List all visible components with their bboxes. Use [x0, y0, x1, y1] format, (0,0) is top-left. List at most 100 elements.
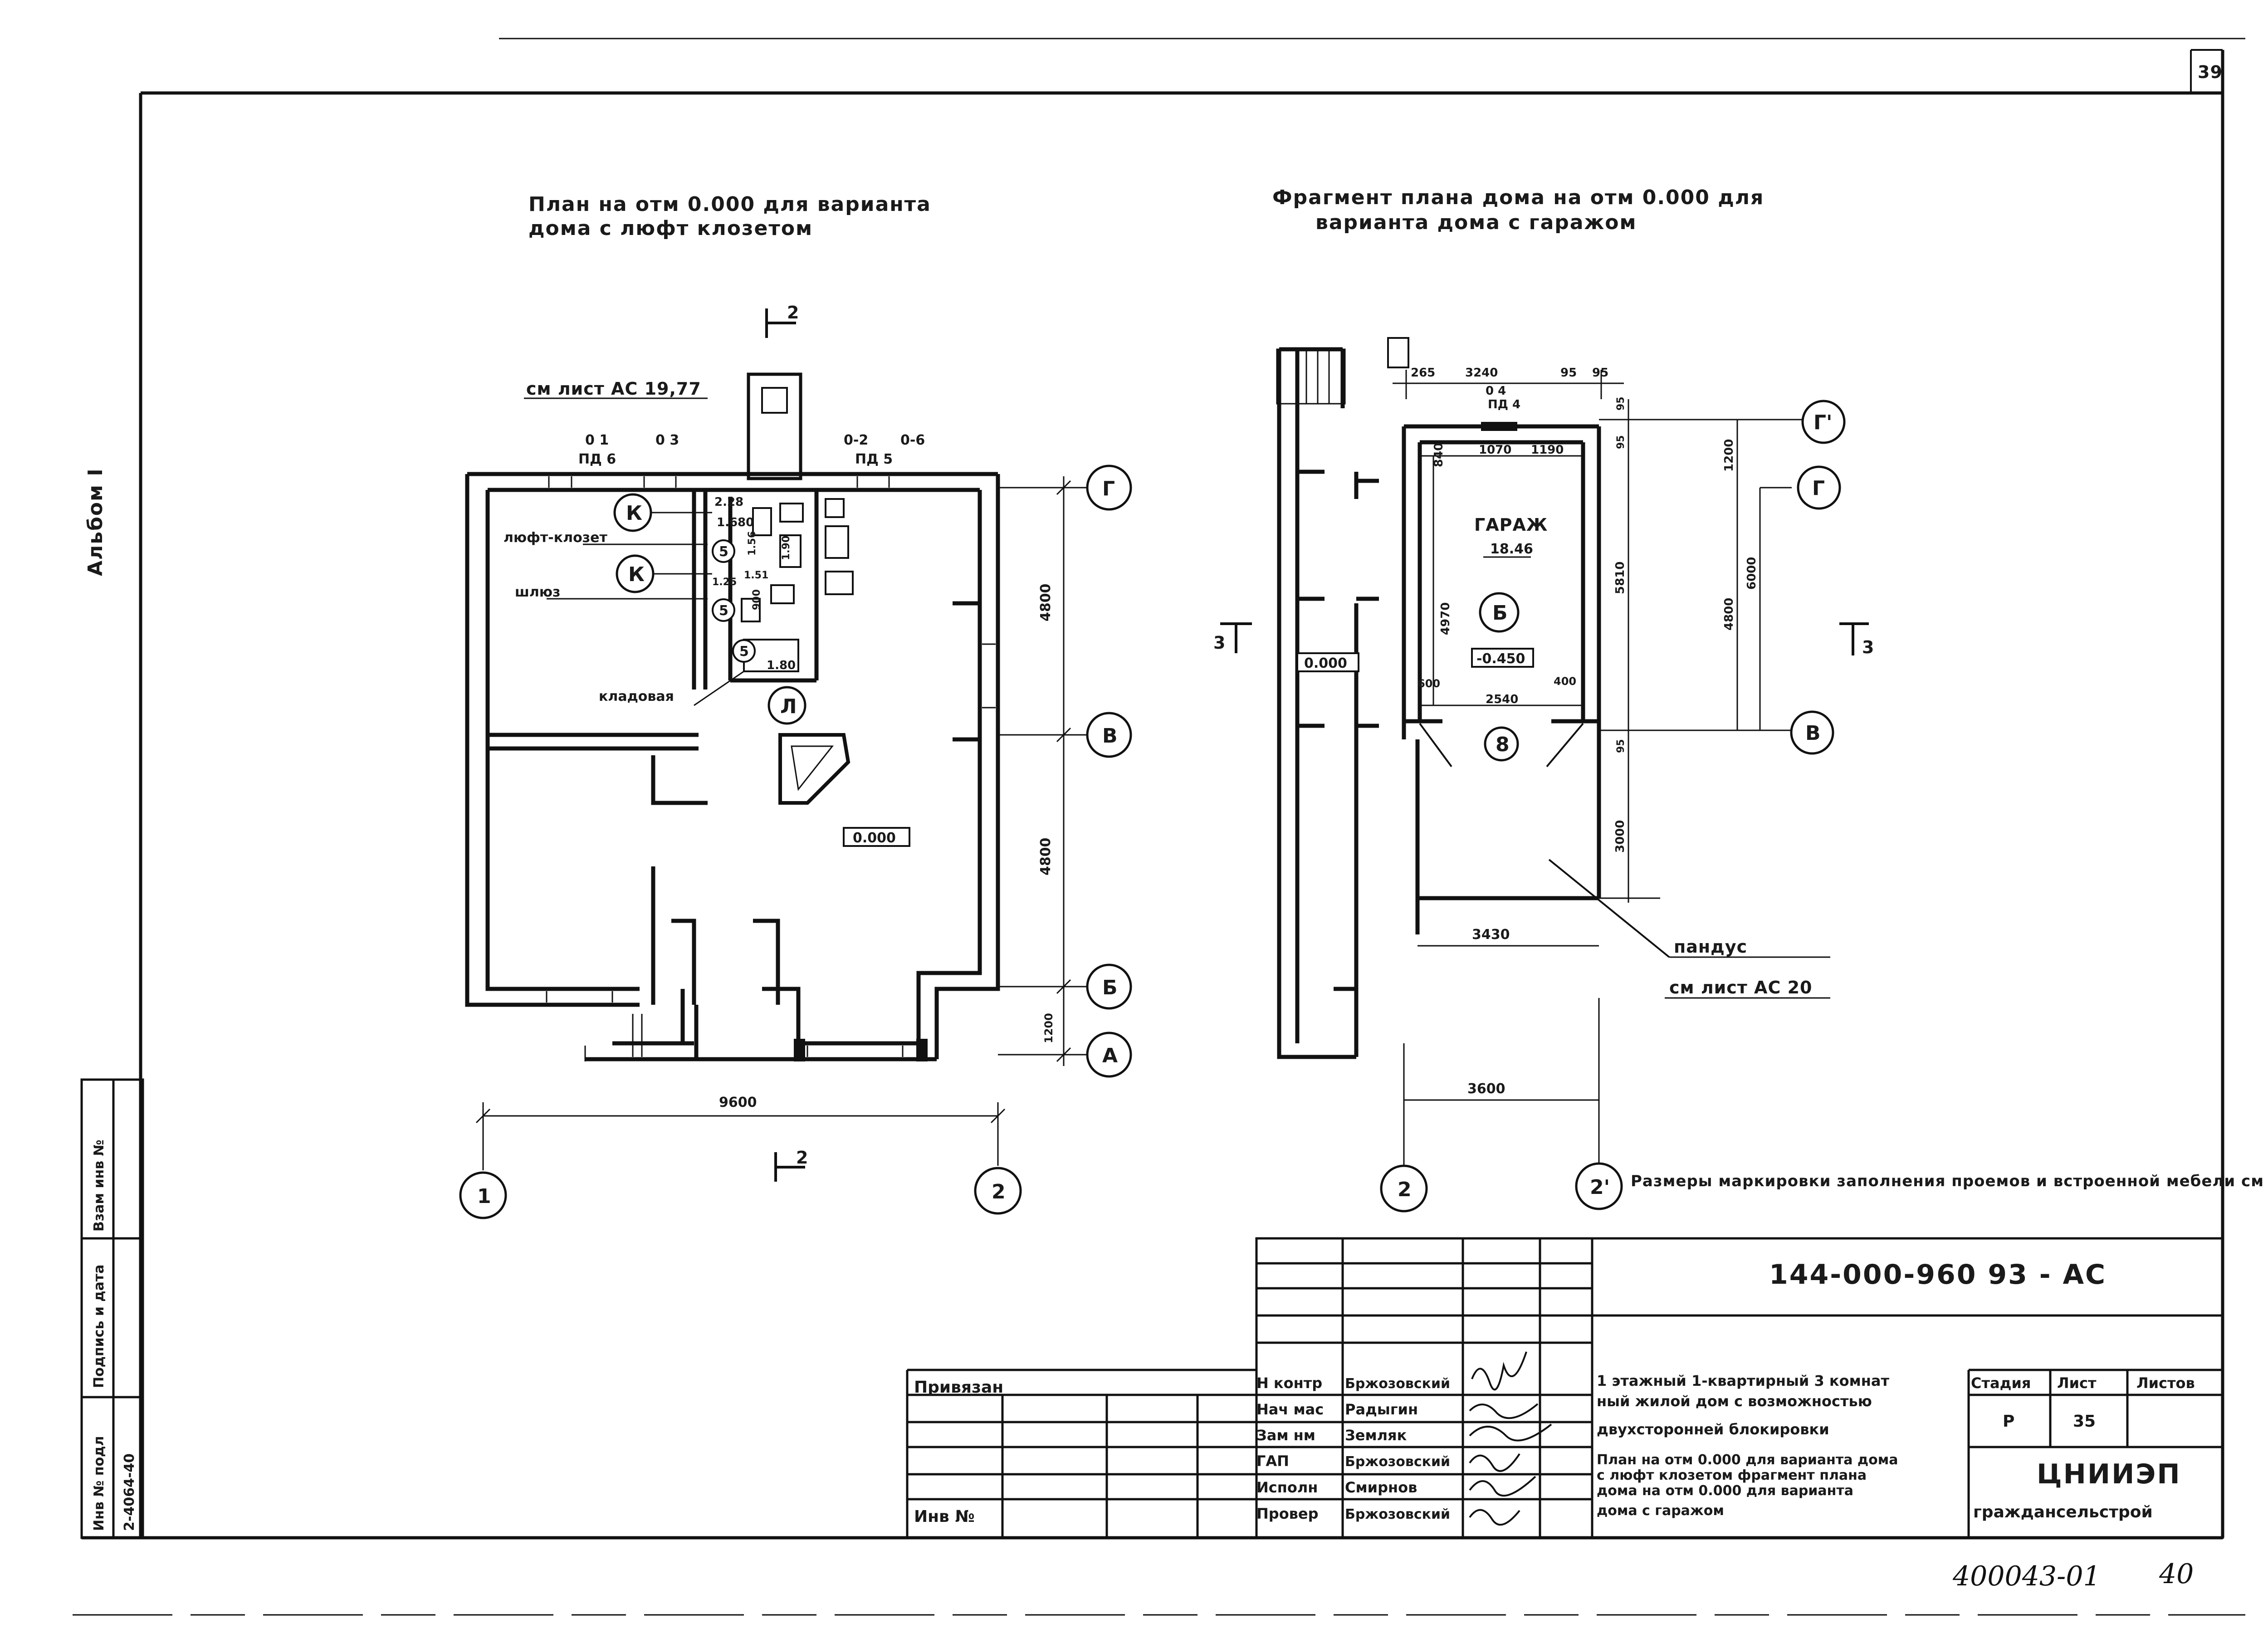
- pd-label-6: ПД 6: [578, 451, 616, 467]
- axis-2-prime-text: 2': [1590, 1176, 1610, 1199]
- side-stamp-inv: Инв № подл: [91, 1436, 107, 1531]
- right-dim-95-2: 95: [1615, 435, 1627, 449]
- left-plan-title-line2: дома с люфт клозетом: [528, 217, 813, 240]
- left-plan-walls: [465, 472, 1000, 1061]
- axis-v-left: В: [1086, 712, 1132, 758]
- side-stamp-sign: Подпись и дата: [91, 1265, 107, 1388]
- mark-5-1: 5: [712, 539, 735, 563]
- axis-a-left: А: [1086, 1032, 1132, 1078]
- sheet-value: 35: [2073, 1412, 2096, 1431]
- section-mark-top-number: 2: [787, 303, 799, 323]
- name-2: Радыгин: [1345, 1401, 1418, 1418]
- right-dim-1200: 1200: [1722, 439, 1736, 472]
- ramp-ref: см лист АС 20: [1669, 978, 1812, 998]
- album-label: Альбом I: [84, 468, 107, 576]
- window-mark-02: 0-2: [844, 432, 868, 448]
- axis-v-left-text: В: [1102, 724, 1118, 748]
- right-dim-840: 840: [1432, 443, 1446, 467]
- right-dim-top-265: 265: [1411, 366, 1435, 380]
- right-dim-400: 400: [1554, 675, 1576, 688]
- axis-g-left: Г: [1086, 465, 1132, 511]
- axis-g-prime: Г': [1801, 400, 1846, 444]
- left-dim-lines: [475, 476, 1098, 1170]
- name-3: Земляк: [1345, 1427, 1407, 1444]
- floor-level-left: 0.000: [853, 830, 896, 846]
- section-mark-3-left-number: 3: [1213, 633, 1226, 653]
- sheet-desc-line4: дома с гаражом: [1597, 1503, 1724, 1519]
- role-prover: Провер: [1256, 1505, 1319, 1522]
- section-mark-3-left: [1220, 622, 1252, 653]
- stage-header: Стадия: [1971, 1374, 2031, 1392]
- sanitary-fixtures: [741, 498, 854, 672]
- section-mark-bottom-number: 2: [796, 1148, 808, 1168]
- stair: [1276, 348, 1346, 405]
- sheet-desc-line2: с люфт клозетом фрагмент плана: [1597, 1467, 1867, 1483]
- side-stamp-inv-value: 2-4064-40: [122, 1453, 137, 1531]
- pd-label-5: ПД 5: [855, 451, 893, 467]
- role-nach: Нач мас: [1256, 1401, 1324, 1418]
- core-dim-125: 1.25: [712, 577, 737, 588]
- left-ref-note: см лист АС 19,77: [526, 379, 701, 399]
- stage-value: Р: [2003, 1412, 2014, 1431]
- right-dim-6000: 6000: [1745, 557, 1759, 590]
- title-block-grid: [906, 1237, 2224, 1539]
- mark-k-1-text: К: [626, 502, 642, 525]
- right-plan-title-line1: Фрагмент плана дома на отм 0.000 для: [1272, 186, 1764, 209]
- house-level: 0.000: [1304, 655, 1347, 671]
- window-mark-01: 0 1: [585, 432, 609, 448]
- mark-k-2-text: К: [628, 563, 645, 586]
- project-line3: двухсторонней блокировки: [1597, 1421, 1829, 1438]
- right-dim-95-1: 95: [1615, 396, 1627, 411]
- right-dim-1190: 1190: [1531, 443, 1564, 457]
- doc-code: 144-000-960 93 - АС: [1769, 1259, 2107, 1291]
- right-dim-top-3240: 3240: [1465, 366, 1498, 380]
- garage-axis-b: Б: [1479, 592, 1520, 633]
- role-zam: Зам нм: [1256, 1427, 1315, 1444]
- garage-door: [1419, 723, 1584, 768]
- axis-g-prime-text: Г': [1813, 411, 1833, 434]
- axis-g-right: Г: [1797, 465, 1841, 510]
- window-mark-06: 0-6: [900, 432, 925, 448]
- axis-b-left-text: Б: [1102, 976, 1118, 999]
- page-number: 39: [2198, 62, 2223, 82]
- garage-level: -0.450: [1476, 651, 1525, 667]
- side-stamp-replace: Взам инв №: [91, 1139, 107, 1232]
- right-dim-top-95b: 95: [1592, 366, 1608, 380]
- right-plan: Фрагмент плана дома на отм 0.000 для вар…: [1213, 186, 2268, 1213]
- floor-level-box: [843, 827, 910, 847]
- axis-l-left: Л: [767, 686, 807, 725]
- core-dim-190: 1.90: [781, 536, 792, 560]
- axis-2-left-text: 2: [992, 1180, 1006, 1203]
- section-mark-top: [765, 308, 796, 338]
- right-dim-4800: 4800: [1722, 598, 1736, 631]
- room-label-lyuft-klozet: люфт-клозет: [503, 530, 607, 546]
- section-mark-3-right: [1839, 622, 1869, 655]
- ramp-diagonal: [1548, 859, 1670, 958]
- role-gap: ГАП: [1256, 1452, 1289, 1470]
- chimney: [747, 372, 802, 480]
- garage-area: 18.46: [1490, 541, 1533, 557]
- right-dim-5810: 5810: [1613, 562, 1627, 594]
- sheets-header: Листов: [2136, 1374, 2195, 1392]
- core-dim-228: 2.28: [714, 495, 743, 509]
- mark-k-1: К: [613, 493, 652, 532]
- axis-a-left-text: А: [1102, 1044, 1118, 1067]
- room-label-kladovaya: кладовая: [599, 689, 674, 704]
- org-line1: ЦНИИЭП: [2037, 1458, 2181, 1490]
- dim-total-width: 9600: [719, 1095, 757, 1110]
- axis-2-prime: 2': [1575, 1162, 1623, 1210]
- axis-2-left: 2: [974, 1167, 1022, 1215]
- core-dim-180: 1.80: [767, 659, 796, 672]
- linked-label: Привязан: [914, 1378, 1003, 1397]
- garage-name: ГАРАЖ: [1474, 515, 1548, 535]
- window-mark-03: 0 3: [655, 432, 679, 448]
- core-dim-151: 1.51: [744, 570, 768, 581]
- left-plan-title-line1: План на отм 0.000 для варианта: [528, 193, 931, 216]
- ramp-label: пандус: [1674, 937, 1747, 957]
- sheet-header: Лист: [2057, 1374, 2097, 1392]
- mark-k-2: К: [616, 554, 655, 593]
- fireplace: [778, 733, 850, 805]
- sheet-desc-line3: дома на отм 0.000 для варианта: [1597, 1483, 1853, 1499]
- door-mark-8-text: 8: [1496, 733, 1510, 756]
